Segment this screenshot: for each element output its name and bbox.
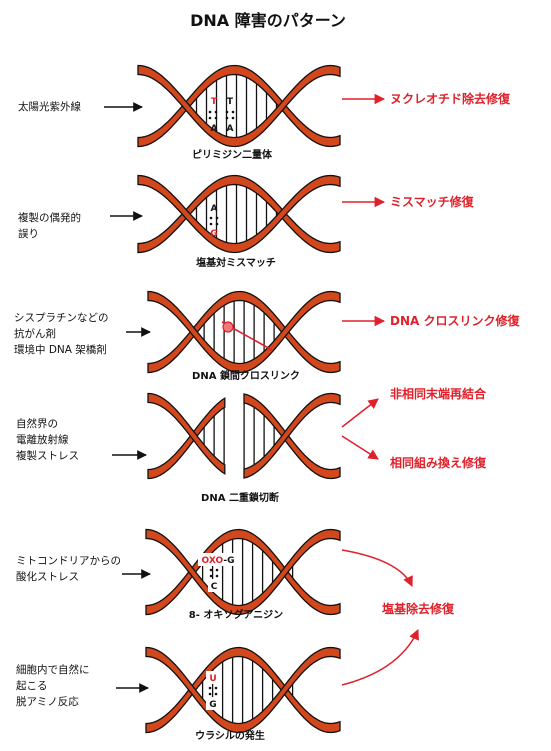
repair-label: ミスマッチ修復 <box>390 194 475 209</box>
cause-text: 誤り <box>18 227 39 240</box>
damage-label: 塩基対ミスマッチ <box>196 256 276 269</box>
repair-label: 非相同末端再結合 <box>390 386 487 401</box>
base-oxo-g: OXO-G <box>202 556 235 566</box>
base-pair-dots <box>208 686 218 696</box>
dna-strand <box>243 392 341 479</box>
base-pair-dots <box>208 110 235 120</box>
base-label-bg <box>208 579 220 592</box>
dna-helix <box>145 528 341 616</box>
dna-helix <box>145 646 341 734</box>
repair-label: 相同組み換え修復 <box>390 455 487 470</box>
cause-text: 脱アミノ反応 <box>16 695 79 708</box>
base-pair-dots <box>209 216 219 226</box>
dna-strand <box>147 397 226 480</box>
cause-text: 太陽光紫外線 <box>18 100 81 113</box>
damage-label: DNA 二重鎖切断 <box>201 491 279 504</box>
cause-text: 抗がん剤 <box>14 327 56 340</box>
repair-arrow <box>341 435 379 460</box>
base-label-bg <box>206 671 220 684</box>
panel-double-strand-break: 自然界の 電離放射線 複製ストレス DNA 二重鎖切断 非相同末端再結合 相同組… <box>16 386 487 504</box>
cause-text: 細胞内で自然に <box>16 663 90 676</box>
dna-strand <box>137 64 341 148</box>
base-t2: T <box>227 97 234 107</box>
base-label-bg <box>198 553 238 566</box>
shared-repair: 塩基除去修復 <box>341 549 455 686</box>
base-g: G <box>209 700 216 710</box>
repair-arrow <box>341 398 379 428</box>
panel-uracil: 細胞内で自然に 起こる 脱アミノ反応 ウラシルの発生 U G <box>16 663 265 742</box>
dna-strand <box>147 392 226 475</box>
panel-crosslink: シスプラチンなどの 抗がん剤 環境中 DNA 架橋剤 DNA 鎖間クロスリンク … <box>14 312 520 382</box>
panel-8-oxoguanine: ミトコンドリアからの 酸化ストレス 8- オキソグアニジン OXO-G C <box>16 553 283 621</box>
cause-text: シスプラチンなどの <box>14 312 109 324</box>
cause-text: 起こる <box>16 680 48 692</box>
base-g: G <box>210 229 217 239</box>
base-pair-dots <box>209 568 219 578</box>
base-c: C <box>211 582 218 592</box>
dna-strand <box>137 174 341 254</box>
base-a: A <box>211 204 218 214</box>
damage-label: DNA 鎖間クロスリンク <box>192 369 300 382</box>
crosslink-agent <box>222 321 234 333</box>
dna-helix <box>147 290 341 374</box>
cause-text: 環境中 DNA 架橋剤 <box>14 343 107 356</box>
base-a2: A <box>227 124 234 134</box>
repair-arrow <box>341 549 413 587</box>
repair-label: ヌクレオチド除去修復 <box>390 91 511 106</box>
damage-label: 8- オキソグアニジン <box>189 608 283 621</box>
dna-helix <box>147 392 341 480</box>
panel-pyrimidine-dimer: 太陽光紫外線 ピリミジン二量体 T T A A ヌクレオチド除去修復 <box>18 91 511 161</box>
repair-label: DNA クロスリンク修復 <box>390 313 520 328</box>
dna-strand <box>147 290 341 374</box>
dna-strand <box>243 393 341 480</box>
base-t1: T <box>211 97 218 107</box>
repair-label: 塩基除去修復 <box>382 601 455 616</box>
repair-arrow <box>341 629 419 686</box>
dna-strand <box>137 64 341 148</box>
base-label-bg <box>206 697 220 710</box>
cause-text: 複製ストレス <box>16 449 79 462</box>
panel-mismatch: 複製の偶発的 誤り 塩基対ミスマッチ A G ミスマッチ修復 <box>18 194 475 269</box>
cause-text: 電離放射線 <box>16 433 69 446</box>
cause-text: 複製の偶発的 <box>18 211 81 224</box>
dna-helix <box>137 64 341 148</box>
dna-helix <box>137 174 341 254</box>
cause-text: ミトコンドリアからの <box>16 555 121 567</box>
damage-label: ピリミジン二量体 <box>192 148 273 161</box>
dna-strand <box>137 174 341 254</box>
cause-text: 酸化ストレス <box>16 570 79 583</box>
damage-label: ウラシルの発生 <box>195 729 265 742</box>
base-u: U <box>209 674 216 684</box>
cause-text: 自然界の <box>16 417 58 430</box>
page-title: DNA 障害のパターン <box>190 11 346 30</box>
dna-strand <box>147 290 341 374</box>
base-a1: A <box>211 124 218 134</box>
